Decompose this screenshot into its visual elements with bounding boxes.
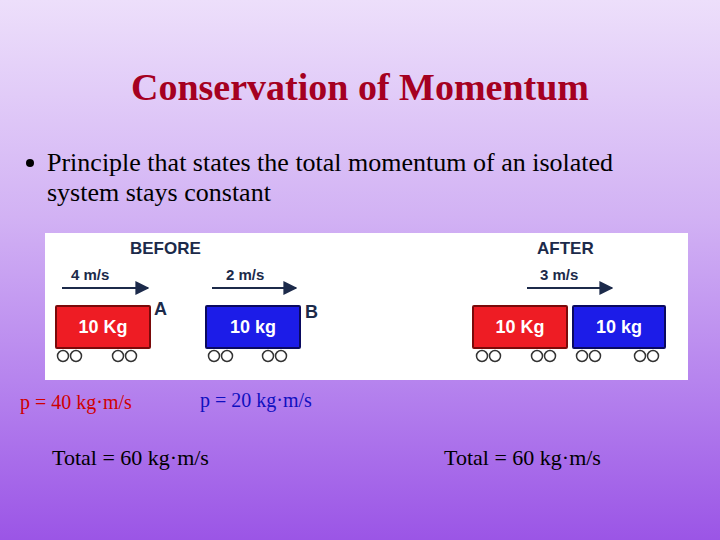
total-momentum: Total = 60 kg·m/s <box>52 445 209 470</box>
mass-label: 10 Kg <box>495 317 544 338</box>
panel-heading: AFTER <box>537 239 594 259</box>
cart-body: 10 Kg <box>55 305 151 349</box>
mass-label: 10 kg <box>230 317 276 338</box>
picture-panel <box>45 233 688 380</box>
total-momentum: Total = 60 kg·m/s <box>444 445 601 470</box>
velocity-label: 4 m/s <box>71 266 109 283</box>
cart-body: 10 kg <box>572 305 666 349</box>
velocity-label: 3 m/s <box>540 266 578 283</box>
mass-label: 10 Kg <box>78 317 127 338</box>
cart-wheels <box>58 351 659 362</box>
mass-label: 10 kg <box>596 317 642 338</box>
slide-title: Conservation of Momentum <box>0 66 720 110</box>
cart-letter: B <box>305 302 318 323</box>
velocity-arrow <box>62 287 148 289</box>
velocity-arrows <box>62 287 612 289</box>
cart-letter: A <box>154 299 167 320</box>
cart-body: 10 kg <box>205 305 301 349</box>
momentum-value: p = 20 kg·m/s <box>200 389 312 412</box>
cart-body: 10 Kg <box>472 305 568 349</box>
velocity-label: 2 m/s <box>226 266 264 283</box>
velocity-arrow <box>527 287 612 289</box>
velocity-arrow <box>212 287 296 289</box>
bullet-dot <box>26 159 34 167</box>
momentum-value: p = 40 kg·m/s <box>20 391 132 414</box>
panel-heading: BEFORE <box>130 239 201 259</box>
bullet-text: Principle that states the total momentum… <box>47 148 687 208</box>
